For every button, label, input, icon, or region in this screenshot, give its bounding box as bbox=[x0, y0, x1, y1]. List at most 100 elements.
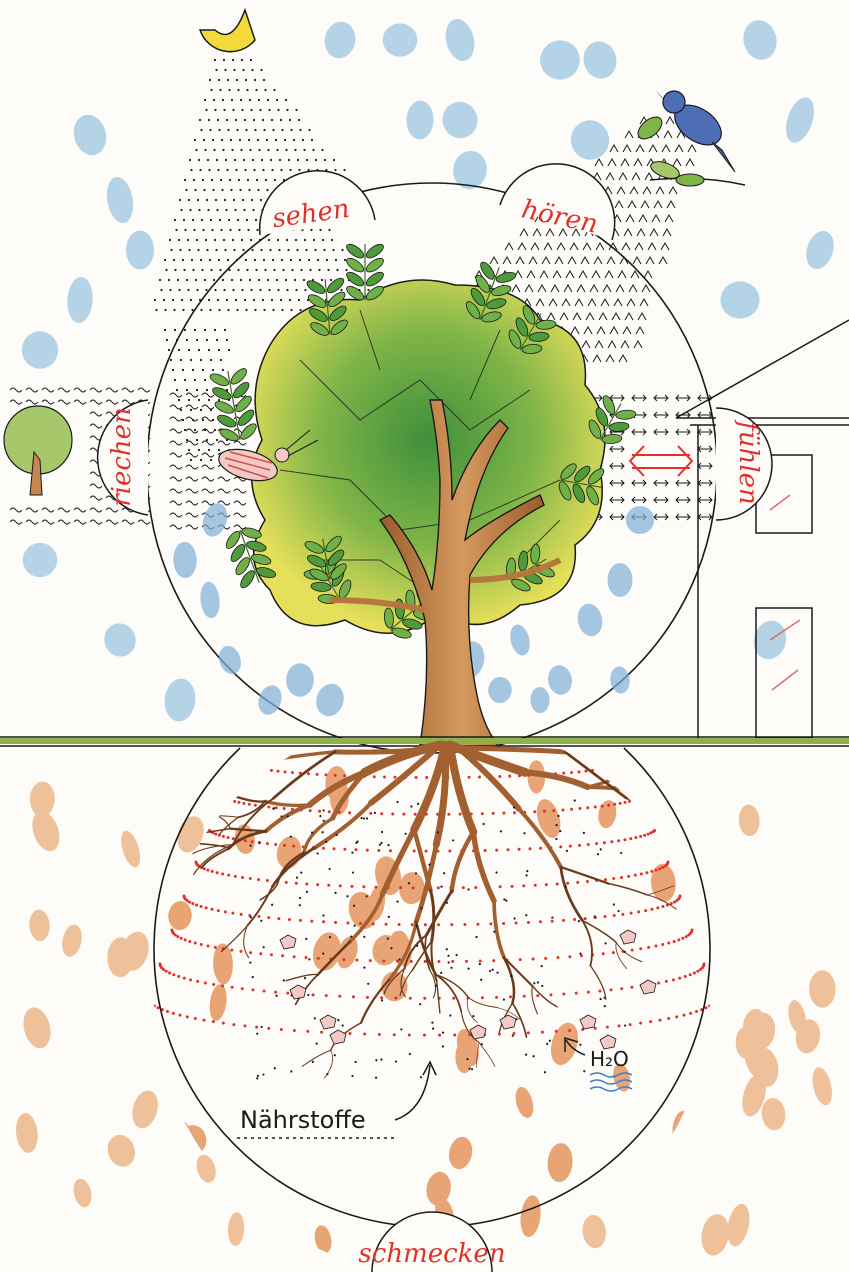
sound-caret bbox=[490, 257, 498, 264]
nutrient-dot bbox=[306, 891, 308, 893]
rain-drop-inner bbox=[199, 581, 222, 619]
light-dot bbox=[174, 219, 176, 221]
light-dot bbox=[225, 159, 227, 161]
soil-layer-dot bbox=[222, 1022, 225, 1025]
light-dot bbox=[220, 229, 222, 231]
rain-drop bbox=[406, 100, 434, 140]
touch-arrow bbox=[676, 429, 690, 435]
light-dot bbox=[231, 99, 233, 101]
light-dot bbox=[245, 129, 247, 131]
light-dot bbox=[321, 149, 323, 151]
sound-caret bbox=[553, 271, 561, 278]
soil-layer-dot bbox=[200, 905, 203, 908]
light-dot bbox=[210, 219, 212, 221]
soil-layer-dot bbox=[348, 811, 351, 814]
light-dot bbox=[209, 309, 211, 311]
light-dot bbox=[272, 129, 274, 131]
nutrient-dot bbox=[355, 1061, 357, 1063]
soil-layer-dot bbox=[409, 997, 412, 1000]
light-dot bbox=[276, 149, 278, 151]
soil-layer-dot bbox=[232, 837, 235, 840]
soil-layer-dot bbox=[679, 895, 682, 898]
soil-layer-dot bbox=[203, 867, 206, 870]
nutrient-dot bbox=[428, 863, 430, 865]
soil-layer-dot bbox=[509, 995, 512, 998]
light-dot bbox=[206, 199, 208, 201]
soil-layer-dot bbox=[237, 801, 240, 804]
soil-layer-dot bbox=[587, 843, 590, 846]
light-dot bbox=[202, 229, 204, 231]
sound-caret bbox=[606, 173, 614, 180]
light-dot bbox=[335, 259, 337, 261]
soil-layer-dot bbox=[232, 1023, 235, 1026]
soil-layer-dot bbox=[322, 847, 325, 850]
sound-caret bbox=[623, 145, 631, 152]
light-dot bbox=[207, 159, 209, 161]
soil-layer-dot bbox=[502, 922, 505, 925]
light-dot bbox=[207, 209, 209, 211]
nutrient-dot bbox=[541, 985, 543, 987]
sound-caret bbox=[601, 299, 609, 306]
nutrient-dot bbox=[263, 946, 265, 948]
soil-layer-dot bbox=[264, 768, 267, 771]
smell-wave bbox=[186, 441, 198, 445]
soil-particle-inner bbox=[207, 983, 228, 1022]
nutrient-dot bbox=[466, 1058, 468, 1060]
nutrient-dot bbox=[353, 905, 355, 907]
label-schmecken: schmecken bbox=[358, 1239, 505, 1269]
light-dot bbox=[242, 69, 244, 71]
light-dot bbox=[297, 159, 299, 161]
light-dot bbox=[242, 199, 244, 201]
soil-layer-dot bbox=[378, 1033, 381, 1036]
sound-caret bbox=[621, 159, 629, 166]
light-dot bbox=[343, 169, 345, 171]
soil-layer-dot bbox=[295, 882, 298, 885]
soil-layer-dot bbox=[305, 956, 308, 959]
nutrient-dot bbox=[495, 871, 497, 873]
soil-layer-dot bbox=[617, 765, 620, 768]
soil-layer-dot bbox=[230, 949, 233, 952]
nutrient-dot bbox=[380, 1058, 382, 1060]
light-dot bbox=[228, 349, 230, 351]
soil-layer-dot bbox=[393, 1033, 396, 1036]
soil-layer-dot bbox=[224, 910, 227, 913]
soil-layer-dot bbox=[284, 770, 287, 773]
rain-drop-inner bbox=[507, 622, 533, 657]
nutrient-dot bbox=[366, 895, 368, 897]
light-dot bbox=[184, 179, 186, 181]
smell-wave bbox=[42, 508, 54, 512]
soil-layer-dot bbox=[148, 1000, 151, 1003]
sound-caret bbox=[626, 215, 634, 222]
light-dot bbox=[241, 239, 243, 241]
nutrient-dot bbox=[513, 917, 515, 919]
sound-caret bbox=[656, 187, 664, 194]
light-dot bbox=[209, 259, 211, 261]
soil-layer-dot bbox=[275, 806, 278, 809]
soil-layer-dot bbox=[629, 1023, 632, 1026]
root bbox=[473, 832, 494, 901]
stone bbox=[580, 1015, 596, 1029]
light-dot bbox=[245, 259, 247, 261]
sound-caret bbox=[605, 271, 613, 278]
touch-arrow bbox=[698, 514, 712, 520]
light-dot bbox=[200, 259, 202, 261]
rain-drop-inner bbox=[173, 541, 198, 578]
soil-layer-dot bbox=[543, 810, 546, 813]
light-dot bbox=[191, 309, 193, 311]
nutrient-dot bbox=[317, 852, 319, 854]
soil-layer-dot bbox=[188, 940, 191, 943]
soil-layer-dot bbox=[362, 885, 365, 888]
soil-layer-dot bbox=[244, 839, 247, 842]
light-dot bbox=[344, 259, 346, 261]
rain-drop-inner bbox=[607, 563, 632, 597]
soil-layer-dot bbox=[613, 803, 616, 806]
light-dot bbox=[200, 409, 202, 411]
sound-caret bbox=[665, 215, 673, 222]
house bbox=[676, 320, 849, 738]
light-dot bbox=[270, 159, 272, 161]
sound-caret bbox=[512, 285, 520, 292]
soil-layer-dot bbox=[649, 1020, 652, 1023]
nutrient-dot bbox=[398, 958, 400, 960]
sound-caret bbox=[577, 285, 585, 292]
nutrient-dot bbox=[299, 897, 301, 899]
